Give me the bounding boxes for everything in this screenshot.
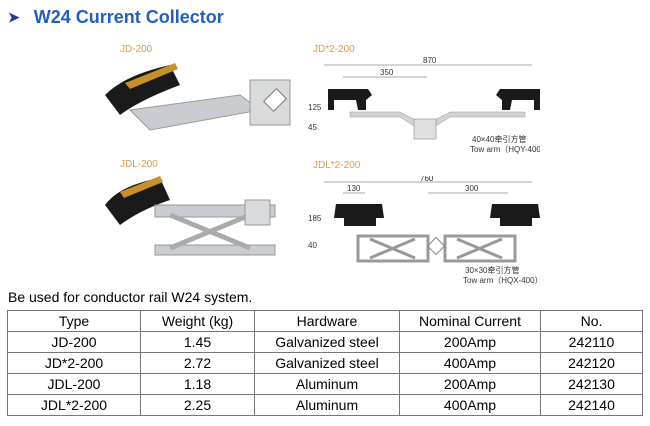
cell: JD*2-200 xyxy=(7,352,141,374)
header-no: No. xyxy=(540,310,643,332)
dim-870: 870 xyxy=(423,56,437,65)
header-type: Type xyxy=(7,310,141,332)
cell: 242120 xyxy=(540,352,643,374)
jdl200-illustration xyxy=(105,176,276,256)
figure-label-jdl2200: JDL*2-200 xyxy=(313,160,361,171)
cell: 242110 xyxy=(540,331,643,353)
figure-label-jd200: JD-200 xyxy=(120,44,153,55)
cell: JDL-200 xyxy=(7,373,141,395)
header-weight: Weight (kg) xyxy=(140,310,255,332)
dim-130: 130 xyxy=(347,184,361,193)
tow-arm-note-cn: 40×40牵引方管 xyxy=(472,134,526,144)
figure-label-jdl200: JDL-200 xyxy=(120,159,158,170)
cell: 200Amp xyxy=(399,373,541,395)
dim-350: 350 xyxy=(380,68,394,77)
dim-125: 125 xyxy=(308,103,322,112)
page-title: ➤ W24 Current Collector xyxy=(8,7,224,28)
tow-arm-note-cn: 30×30牵引方管 xyxy=(465,265,519,275)
cell: 2.25 xyxy=(140,394,255,416)
jdl2200-drawing: 760 130 300 185 40 30×30牵引方管 Tow arm（HQX… xyxy=(308,176,540,285)
dim-45: 45 xyxy=(308,123,317,132)
dim-300: 300 xyxy=(465,184,479,193)
cell: JDL*2-200 xyxy=(7,394,141,416)
dim-760: 760 xyxy=(420,176,434,183)
table-header-row: Type Weight (kg) Hardware Nominal Curren… xyxy=(7,310,643,332)
cell: JD-200 xyxy=(7,331,141,353)
title-text: W24 Current Collector xyxy=(33,7,224,27)
cell: 200Amp xyxy=(399,331,541,353)
dim-185: 185 xyxy=(308,214,322,223)
cell: Galvanized steel xyxy=(254,352,400,374)
description: Be used for conductor rail W24 system. xyxy=(8,289,253,305)
spec-table: Type Weight (kg) Hardware Nominal Curren… xyxy=(7,310,643,416)
cell: 2.72 xyxy=(140,352,255,374)
header-hardware: Hardware xyxy=(254,310,400,332)
cell: 400Amp xyxy=(399,352,541,374)
jd200-illustration xyxy=(105,63,291,131)
cell: 242130 xyxy=(540,373,643,395)
cell: 1.45 xyxy=(140,331,255,353)
cell: Aluminum xyxy=(254,394,400,416)
header-current: Nominal Current xyxy=(399,310,541,332)
dim-40: 40 xyxy=(308,241,317,250)
tow-arm-note-en: Tow arm（HQX-400） xyxy=(463,276,540,285)
cell: Aluminum xyxy=(254,373,400,395)
cell: Galvanized steel xyxy=(254,331,400,353)
figure-label-jd2200: JD*2-200 xyxy=(313,44,355,55)
cell: 1.18 xyxy=(140,373,255,395)
cell: 242140 xyxy=(540,394,643,416)
jd2200-drawing: 870 350 125 45 40×40牵引方管 Tow arm（HQY-400… xyxy=(308,56,540,154)
cell: 400Amp xyxy=(399,394,541,416)
arrow-bullet-icon: ➤ xyxy=(8,9,20,25)
tow-arm-note-en: Tow arm（HQY-400） xyxy=(470,145,540,154)
